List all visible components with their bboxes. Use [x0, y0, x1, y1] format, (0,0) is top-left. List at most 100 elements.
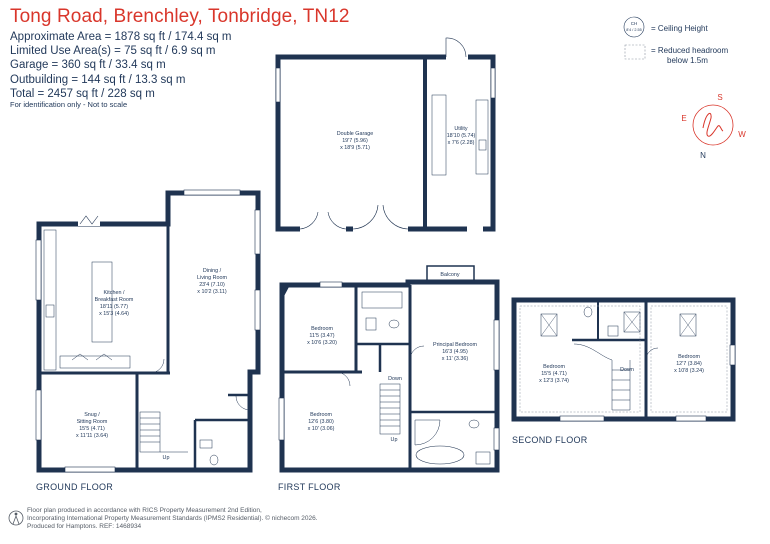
first-floor-staircase [379, 383, 401, 435]
reduced-headroom-symbol [624, 44, 646, 60]
kitchen-window-left [35, 239, 42, 301]
utility-counter-right [475, 99, 489, 175]
ff-bed-b-dim2: x 10' (3.06) [308, 426, 335, 432]
compass-north: N [700, 151, 706, 160]
ff-bed-b-name: Bedroom [310, 412, 332, 418]
sf-bedroom-door [645, 347, 659, 361]
freestanding-bath-icon [415, 445, 465, 465]
footer-credits: Floor plan produced in accordance with R… [27, 507, 318, 531]
area-summary: Approximate Area = 1878 sq ft / 174.4 sq… [10, 30, 232, 101]
snug-door [149, 358, 165, 374]
utility-door [445, 37, 467, 58]
legend-reduced-headroom-line1: = Reduced headroom [651, 46, 729, 55]
utility-dim1: 18'10 (5.74) [447, 133, 476, 139]
garage-door-right [352, 204, 409, 230]
ff-bed-a-dim2: x 10'6 (3.20) [307, 340, 337, 346]
rics-logo-icon [8, 510, 24, 526]
dining-name-2: Living Room [197, 275, 227, 281]
ff-bed-a-dim1: 11'5 (3.47) [309, 333, 334, 339]
utility-window-right [490, 67, 496, 99]
dining-window-right-1 [254, 209, 261, 255]
ground-floor-outer-wall [36, 190, 261, 473]
sf-window-bottom-right [675, 415, 707, 422]
principal-dim1: 16'3 (4.95) [442, 349, 468, 355]
garage-building [275, 37, 496, 232]
balcony-outline [426, 265, 475, 283]
property-title: Tong Road, Brenchley, Tonbridge, TN12 [10, 6, 350, 27]
sf-basin-icon [607, 325, 619, 337]
ff-bed-a-name: Bedroom [311, 326, 333, 332]
footer-line3: Produced for Hamptons. REF: 1468934 [27, 523, 142, 530]
kitchen-dim2: x 15'3 (4.64) [99, 311, 129, 317]
principal-door [409, 345, 425, 361]
sf-bed-b-dim2: x 10'8 (3.24) [674, 368, 704, 374]
sf-skylight-b [679, 313, 697, 337]
snug-window-left [35, 389, 42, 441]
ground-floor-label: GROUND FLOOR [36, 482, 114, 492]
sf-bed-a-name: Bedroom [543, 364, 565, 370]
first-floor-outer-wall [279, 279, 500, 473]
dining-name-1: Dining / [203, 268, 222, 274]
legend-reduced-headroom-line2: below 1.5m [667, 55, 708, 65]
second-floor-label: SECOND FLOOR [512, 435, 588, 445]
sf-skylight-a [540, 313, 558, 337]
ff-bedroom-door [335, 371, 351, 387]
utility-name: Utility [454, 126, 467, 132]
legend-reduced-headroom: = Reduced headroom below 1.5m [651, 46, 728, 65]
ground-floor-plan [35, 189, 261, 473]
bifold-door-icon [79, 215, 99, 225]
ground-stairs-up: Up [163, 455, 170, 461]
snug-name-1: Snug / [84, 412, 100, 418]
area-limited-use: Limited Use Area(s) = 75 sq ft / 6.9 sq … [10, 45, 216, 58]
ground-wc-toilet-icon [209, 454, 219, 466]
bath-icon [361, 291, 403, 309]
dining-dim2: x 10'2 (3.11) [197, 289, 227, 295]
compass-south: S [717, 93, 722, 102]
utility-sink-icon [478, 139, 487, 151]
footer-line1: Floor plan produced in accordance with R… [27, 507, 262, 514]
area-total: Total = 2457 sq ft / 228 sq m [10, 87, 155, 100]
garage-dim2: x 18'9 (5.71) [340, 145, 370, 151]
compass-logo-icon [702, 112, 724, 137]
principal-window-right [493, 319, 500, 371]
second-floor-outer-wall [511, 297, 736, 422]
area-garage: Garage = 360 sq ft / 33.4 sq m [10, 59, 166, 72]
sf-bed-b-dim1: 12'7 (3.84) [676, 361, 702, 367]
area-outbuilding: Outbuilding = 144 sq ft / 13.3 sq m [10, 73, 186, 86]
utility-dim2: x 7'6 (2.28) [448, 140, 475, 146]
legend-graphics: CH 8'4 / 2.55 [623, 16, 646, 60]
kitchen-name-1: Kitchen / [104, 290, 125, 296]
principal-dim2: x 11' (3.36) [442, 356, 469, 362]
ground-staircase [139, 411, 188, 453]
garage-window-left [275, 67, 281, 103]
ff-stairs-down: Down [388, 376, 402, 382]
sf-toilet-icon [583, 306, 593, 318]
balcony-label: Balcony [440, 272, 459, 278]
compass: S E W N [681, 93, 746, 160]
snug-dim1: 15'5 (4.71) [79, 426, 105, 432]
utility-counter-left [431, 94, 447, 176]
area-approximate: Approximate Area = 1878 sq ft / 174.4 sq… [10, 31, 232, 43]
first-floor-label: FIRST FLOOR [278, 482, 341, 492]
front-door [235, 395, 251, 411]
dining-window-top [183, 189, 241, 196]
second-floor-staircase [573, 343, 631, 411]
sf-stairs-down: Down [620, 367, 634, 373]
compass-ring [692, 104, 734, 146]
ensuite-basin-icon [475, 451, 491, 465]
ensuite-window-right [493, 427, 500, 451]
snug-window-bottom [64, 466, 116, 473]
dining-window-right-2 [254, 289, 261, 331]
garage-name: Double Garage [337, 131, 374, 137]
garage-dim1: 19'7 (5.96) [342, 138, 368, 144]
sf-window-bottom-left [559, 415, 605, 422]
ff-bedroom-window-top [319, 281, 343, 288]
ensuite-toilet-icon [468, 419, 480, 429]
kitchen-name-2: Breakfast Room [95, 297, 134, 303]
dining-dim1: 23'4 (7.10) [199, 282, 225, 288]
sf-bed-b-name: Bedroom [678, 354, 700, 360]
sf-window-right [729, 344, 736, 366]
sf-bed-a-dim1: 15'5 (4.71) [541, 371, 567, 377]
second-floor-plan [511, 297, 736, 422]
